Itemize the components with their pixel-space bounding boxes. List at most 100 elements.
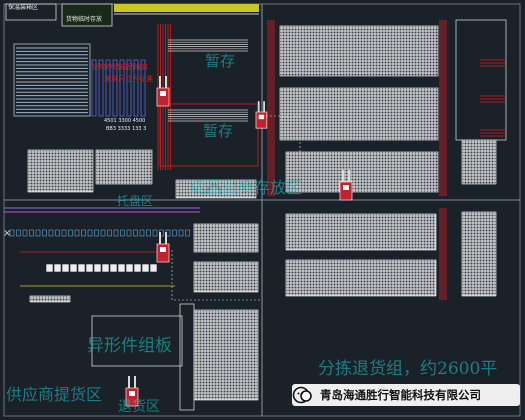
- zone-label-supplier: 供应商提货区: [6, 385, 103, 404]
- roller-cell: [146, 229, 151, 237]
- wechat-official-account-icon: [292, 386, 312, 404]
- roller-cell: [87, 229, 93, 237]
- buffer-slot: [85, 263, 94, 273]
- roller-cell: [113, 229, 119, 237]
- roller-cell: [178, 229, 184, 237]
- agv-forklift-1: [156, 87, 170, 107]
- buffer-slot: [149, 263, 158, 273]
- roller-cell: [9, 229, 15, 237]
- roller-cell: [94, 229, 99, 237]
- buffer-slot: [141, 263, 150, 273]
- blue-bar: [98, 59, 104, 117]
- blue-bar: [91, 59, 97, 117]
- rack-outbound-grid-lines: [176, 180, 256, 198]
- rack-bottom-large-grid-lines: [194, 310, 258, 400]
- roller-cell: [120, 229, 125, 237]
- rack-pallet-mid-grid: [96, 150, 152, 184]
- irregular-assembly-box: [91, 315, 183, 367]
- rack-mid-2-grid: [194, 262, 258, 292]
- yellow-conveyor-band: [114, 4, 259, 12]
- roller-cell: [126, 229, 132, 237]
- header-box-1: [5, 3, 57, 21]
- top-left-header-2: 货物临时存放: [66, 16, 103, 23]
- roller-cell: [74, 229, 80, 237]
- rack-pallet-mid-grid-lines: [96, 150, 152, 184]
- dimension-text-2: BB3 3333 133 3: [106, 126, 147, 132]
- buffer-slot: [45, 263, 54, 273]
- bottom-aisle-box: [179, 303, 195, 411]
- buffer-slot: [93, 263, 102, 273]
- blue-bar: [112, 59, 118, 117]
- rack-top-right-2-grid-lines: [280, 88, 438, 140]
- rack-mid-1-grid: [194, 224, 258, 252]
- red-note-1: 货物存储成品堆放: [92, 63, 148, 71]
- blue-bar: [105, 59, 111, 117]
- rack-mid-right-1-grid: [286, 214, 436, 250]
- rack-bottom-thin-grid-lines: [30, 296, 70, 302]
- rack-top-right-1-grid-lines: [280, 26, 438, 76]
- agv-forklift-3-cab: [343, 185, 349, 190]
- buffer-slot: [125, 263, 134, 273]
- roller-cell: [152, 229, 158, 237]
- roller-cell: [42, 229, 47, 237]
- right-dock-box: [455, 19, 507, 141]
- zone-label-pallet: 托盘区: [117, 194, 154, 208]
- rack-pallet-left-grid: [28, 150, 93, 192]
- zone-label-returns: 退货区: [118, 399, 160, 415]
- blue-bar: [126, 59, 132, 117]
- rack-mid-right-1-grid-lines: [286, 214, 436, 250]
- agv-forklift-2-fork-1: [257, 101, 260, 112]
- zone-label-irregular: 异形件组板: [87, 336, 172, 356]
- agv-forklift-2-fork-2: [263, 101, 265, 112]
- roller-cell: [55, 229, 60, 237]
- blue-bar: [119, 59, 125, 117]
- agv-forklift-4: [156, 243, 170, 263]
- agv-forklift-5-fork-2: [134, 376, 136, 388]
- rack-top-right-3-grid: [286, 152, 438, 192]
- roller-cell: [185, 229, 190, 237]
- agv-forklift-1-fork-2: [165, 76, 167, 88]
- corner-cross-mark: ×: [3, 228, 12, 239]
- rack-top-right-3-grid-lines: [286, 152, 438, 192]
- roller-cell: [22, 229, 28, 237]
- agv-forklift-4-fork-2: [165, 232, 167, 244]
- agv-forklift-2: [255, 111, 268, 129]
- rack-mid-right-2-grid: [286, 260, 436, 296]
- rack-top-right-1-grid: [280, 26, 438, 76]
- header-box-2: [61, 3, 113, 27]
- buffer-slot: [69, 263, 78, 273]
- buffer-slot: [53, 263, 62, 273]
- zone-label-sorting-returns: 分拣退货组，约2600平: [318, 359, 498, 379]
- dimension-text-1: 4501 3300 4500: [104, 118, 146, 124]
- zone-label-temp-storage-2: 暂存: [203, 122, 234, 140]
- roller-cell: [35, 229, 41, 237]
- roller-cell: [16, 229, 21, 237]
- roller-cell: [29, 229, 34, 237]
- agv-forklift-4-cab: [160, 247, 166, 252]
- watermark-company-name: 青岛海通胜行智能科技有限公司: [320, 388, 481, 402]
- rack-far-right-small-grid: [462, 140, 496, 184]
- rack-outbound-grid: [176, 180, 256, 198]
- agv-forklift-1-fork-1: [159, 76, 161, 88]
- roller-cell: [100, 229, 106, 237]
- agv-forklift-2-cab: [258, 114, 265, 120]
- roller-cell: [61, 229, 67, 237]
- agv-forklift-1-cab: [160, 91, 166, 96]
- roller-cell: [107, 229, 112, 237]
- rack-top-right-2-grid: [280, 88, 438, 140]
- agv-forklift-3-fork-2: [348, 170, 350, 182]
- roller-cell: [139, 229, 145, 237]
- rack-bottom-thin-grid: [30, 296, 70, 302]
- buffer-slot: [133, 263, 142, 273]
- roller-cell: [48, 229, 54, 237]
- dashed-route-2: [171, 250, 260, 301]
- agv-forklift-3: [339, 181, 353, 201]
- roller-cell: [172, 229, 177, 237]
- zone-label-temp-storage-1: 暂存: [205, 52, 236, 70]
- rack-mid-1-grid-lines: [194, 224, 258, 252]
- watermark-banner: 青岛海通胜行智能科技有限公司: [292, 384, 520, 406]
- rack-pallet-left-grid-lines: [28, 150, 93, 192]
- top-left-header-1: 保温装箱区: [8, 4, 39, 11]
